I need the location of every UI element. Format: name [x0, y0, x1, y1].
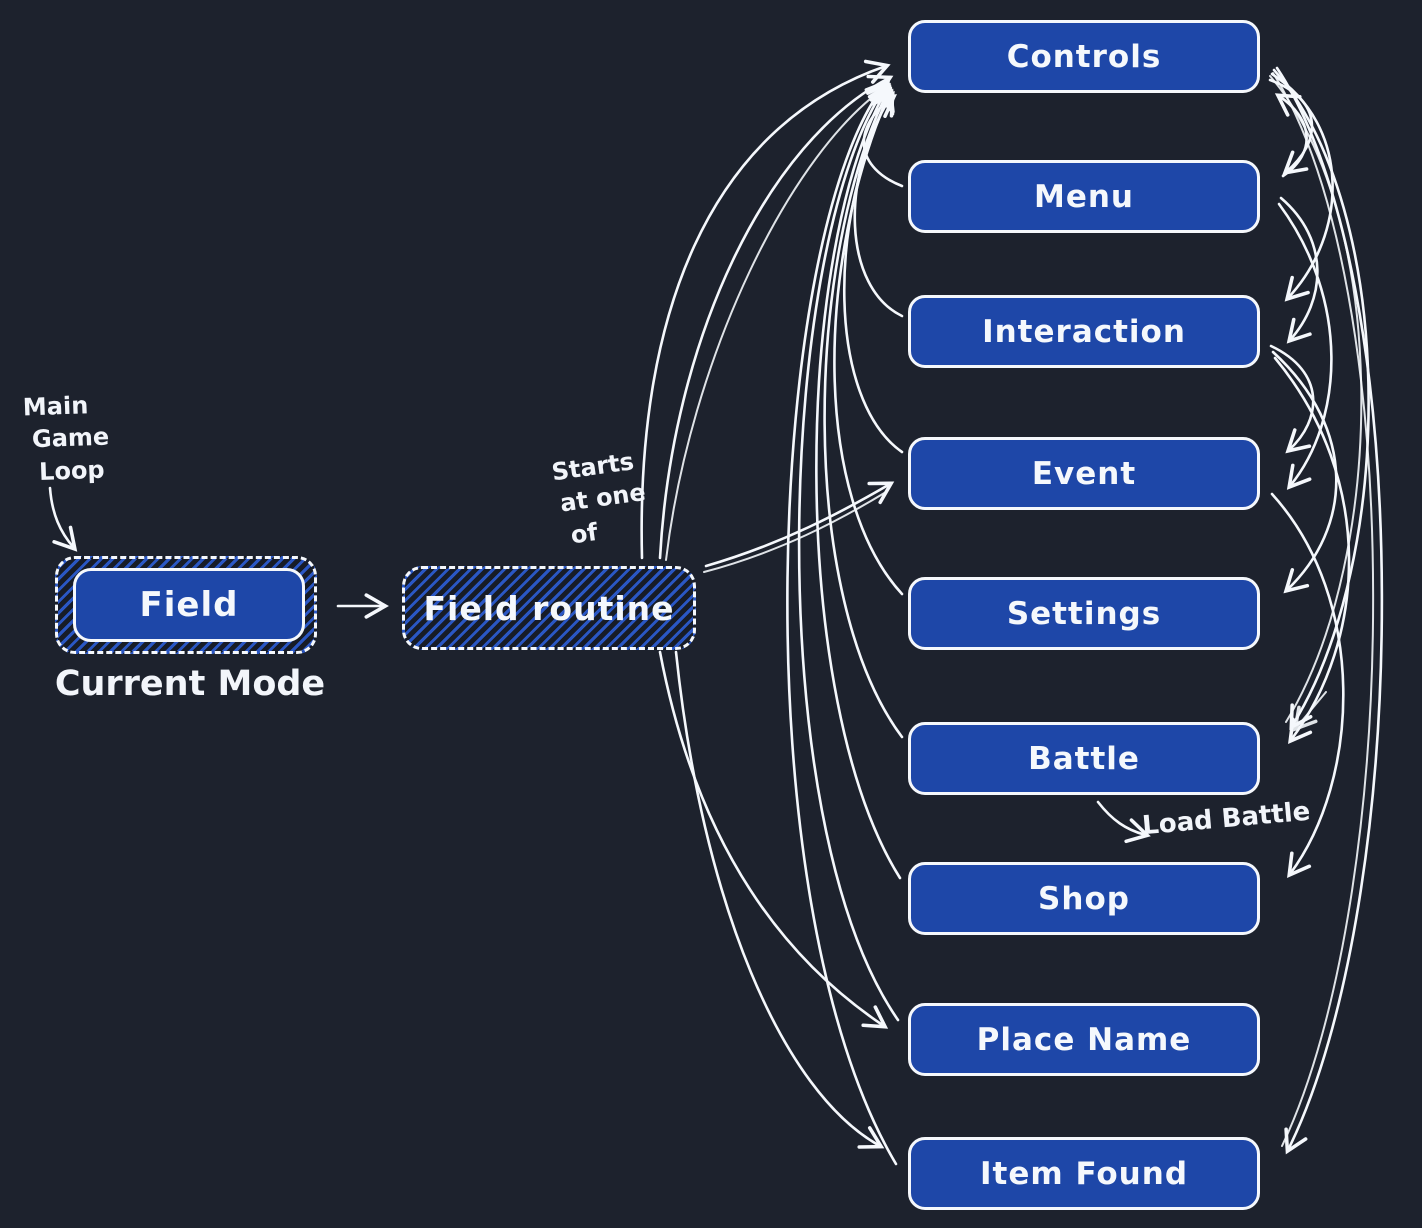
node-interaction-label: Interaction	[982, 313, 1186, 350]
arrow-extra-battle	[1292, 691, 1327, 732]
arrow-interaction-to-battle	[1273, 356, 1351, 744]
arrow-event-to-controls	[842, 88, 904, 454]
arrow-routine-to-controls	[640, 59, 891, 560]
arrow-interaction-to-event	[1269, 344, 1315, 454]
arrow-interaction-to-settings	[1271, 350, 1338, 594]
arrow-menu-to-event	[1277, 202, 1333, 490]
node-field-label: Field	[139, 585, 239, 625]
node-shop-label: Shop	[1038, 880, 1130, 917]
node-menu: Menu	[908, 160, 1260, 233]
node-menu-label: Menu	[1033, 178, 1134, 215]
current-mode-caption: Current Mode	[54, 664, 326, 704]
arrow-controls-to-menu	[1268, 78, 1314, 176]
main-game-loop-line: Main	[22, 391, 89, 422]
arrow-controls-to-battle	[1272, 68, 1370, 731]
node-item-found: Item Found	[908, 1137, 1260, 1210]
node-interaction: Interaction	[908, 295, 1260, 368]
arrow-mainloop-to-field	[48, 486, 78, 552]
arrow-settings-to-controls	[833, 86, 904, 596]
starts-at-one-of-note: Starts at one of	[550, 444, 653, 553]
node-event: Event	[908, 437, 1260, 510]
node-settings: Settings	[908, 577, 1260, 650]
load-battle-note: Load Battle	[1141, 796, 1312, 842]
node-controls: Controls	[908, 20, 1260, 93]
main-game-loop-line: Loop	[38, 455, 106, 486]
arrow-interaction-to-controls	[853, 90, 904, 318]
node-field-routine-label: Field routine	[423, 588, 675, 628]
arrow-place-name-to-controls	[797, 80, 900, 1022]
node-item-found-label: Item Found	[979, 1155, 1189, 1192]
arrow-menu-to-controls-right	[1274, 93, 1308, 178]
node-field-routine: Field routine	[402, 566, 696, 650]
arrow-controls-to-item-found	[1275, 66, 1384, 1155]
arrow-routine-to-controls	[658, 74, 894, 560]
main-game-loop-line: Game	[31, 422, 110, 454]
node-event-label: Event	[1031, 455, 1137, 492]
node-place-name: Place Name	[908, 1003, 1260, 1076]
node-place-name-label: Place Name	[976, 1021, 1192, 1058]
node-controls-label: Controls	[1006, 38, 1162, 75]
arrow-shop-to-controls	[815, 82, 902, 880]
arrow-item-found-to-controls	[786, 79, 898, 1166]
arrow-routine-to-item-found	[674, 650, 885, 1149]
arrow-routine-to-event	[704, 481, 895, 568]
node-field: Field	[73, 568, 305, 642]
node-shop: Shop	[908, 862, 1260, 935]
arrow-battle-to-load-battle	[1096, 800, 1151, 844]
arrow-battle-to-controls	[823, 84, 904, 739]
node-battle-label: Battle	[1028, 740, 1140, 777]
node-battle: Battle	[908, 722, 1260, 795]
arrow-controls-to-interaction	[1270, 72, 1334, 302]
node-settings-label: Settings	[1006, 595, 1162, 632]
arrow-menu-to-controls	[862, 94, 904, 188]
arrow-menu-to-interaction	[1279, 196, 1319, 344]
main-game-loop-note: Main Game Loop	[22, 389, 111, 489]
arrow-routine-to-place-name	[658, 650, 889, 1029]
